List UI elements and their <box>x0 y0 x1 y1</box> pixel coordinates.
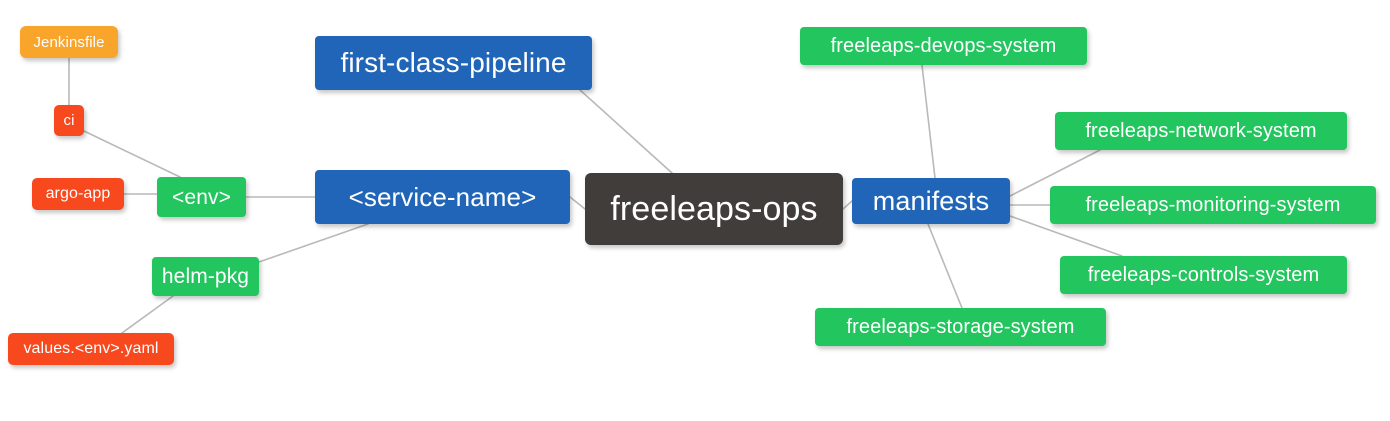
node-label: ci <box>63 112 75 129</box>
node-label: first-class-pipeline <box>340 47 567 78</box>
node-env[interactable]: <env> <box>157 177 246 217</box>
node-label: Jenkinsfile <box>33 33 105 51</box>
node-manifests[interactable]: manifests <box>852 178 1010 224</box>
edge-manifests-to-freeleaps-devops-system <box>921 64 936 179</box>
node-first-class-pipeline[interactable]: first-class-pipeline <box>315 36 592 90</box>
node-freeleaps-monitoring-system[interactable]: freeleaps-monitoring-system <box>1050 186 1376 224</box>
edge-manifests-to-freeleaps-storage-system <box>927 223 963 309</box>
node-service-name[interactable]: <service-name> <box>315 170 570 224</box>
node-freeleaps-storage-system[interactable]: freeleaps-storage-system <box>815 308 1106 346</box>
node-ci[interactable]: ci <box>54 105 84 136</box>
node-jenkinsfile[interactable]: Jenkinsfile <box>20 26 118 58</box>
node-label: freeleaps-controls-system <box>1087 264 1320 286</box>
edge-freeleaps-ops-to-service-name <box>569 196 586 210</box>
node-label: freeleaps-ops <box>610 190 818 228</box>
node-label: <env> <box>172 185 231 209</box>
node-label: <service-name> <box>348 182 537 212</box>
node-values-env-yaml[interactable]: values.<env>.yaml <box>8 333 174 365</box>
node-helm-pkg[interactable]: helm-pkg <box>152 257 259 296</box>
node-label: argo-app <box>45 185 111 202</box>
node-label: manifests <box>872 185 990 216</box>
node-freeleaps-devops-system[interactable]: freeleaps-devops-system <box>800 27 1087 65</box>
node-freeleaps-ops[interactable]: freeleaps-ops <box>585 173 843 245</box>
node-label: helm-pkg <box>161 265 250 288</box>
node-freeleaps-controls-system[interactable]: freeleaps-controls-system <box>1060 256 1347 294</box>
node-argo-app[interactable]: argo-app <box>32 178 124 210</box>
node-label: freeleaps-storage-system <box>846 316 1075 338</box>
edge-freeleaps-ops-to-first-class-pipeline <box>579 89 673 174</box>
edge-freeleaps-ops-to-manifests <box>842 200 853 210</box>
edge-env-to-ci <box>83 130 181 178</box>
node-freeleaps-network-system[interactable]: freeleaps-network-system <box>1055 112 1347 150</box>
node-label: freeleaps-devops-system <box>830 35 1057 57</box>
node-label: values.<env>.yaml <box>23 340 159 357</box>
edge-service-name-to-helm-pkg <box>258 223 369 263</box>
node-label: freeleaps-monitoring-system <box>1085 194 1341 216</box>
edge-helm-pkg-to-values-env-yaml <box>121 295 174 334</box>
node-label: freeleaps-network-system <box>1085 120 1317 142</box>
